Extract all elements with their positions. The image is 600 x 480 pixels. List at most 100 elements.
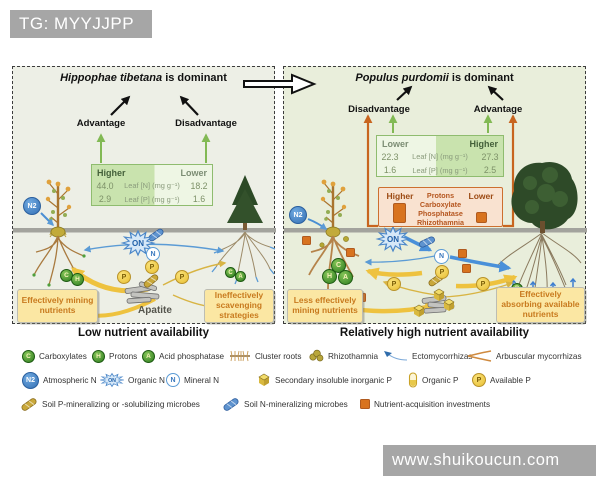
legend-item: Arbuscular mycorrhizas xyxy=(466,347,582,365)
legend-label: Organic N xyxy=(128,375,165,385)
trait-investment-table: Higher Protons Carboxylate Phosphatase R… xyxy=(378,187,503,227)
legend-item: C Carboxylates xyxy=(22,347,87,365)
leaf-n-label: Leaf [N] (mg g⁻¹) xyxy=(412,152,468,162)
n2-fixation-arrow xyxy=(40,212,54,226)
acid-phosphatase-icon: A xyxy=(235,271,246,282)
mineral-n-icon: N xyxy=(434,249,449,264)
soil-n-microbe-icon xyxy=(223,397,239,411)
legend-item: Soil N-mineralizing microbes xyxy=(222,395,348,413)
investment-square xyxy=(458,249,467,258)
rhizothamnia-nodule xyxy=(50,226,66,238)
legend-item: Cluster roots xyxy=(229,347,301,365)
advantage-label: Advantage xyxy=(473,104,523,115)
available-p-icon: P xyxy=(472,373,486,387)
organic-n-icon: ON xyxy=(120,229,156,257)
disadvantage-label: Disadvantage xyxy=(348,104,410,115)
organic-n-icon: ON xyxy=(375,225,411,253)
legend-label: Available P xyxy=(490,375,531,385)
insoluble-p-cube-icon xyxy=(258,373,270,386)
low-investment-bar xyxy=(475,212,487,223)
title-arrows xyxy=(110,95,199,116)
atmospheric-n-icon: N2 xyxy=(23,197,41,215)
acid-phosphatase-icon: A xyxy=(142,349,155,363)
hippophae-shrub xyxy=(308,179,360,290)
svg-text:ON: ON xyxy=(132,239,144,248)
left-caption: Low nutrient availability xyxy=(78,327,209,339)
legend-item: Soil P-mineralizing or -solubilizing mic… xyxy=(20,395,200,413)
disadvantage-label: Disadvantage xyxy=(175,118,237,129)
legend-item: Organic P xyxy=(408,371,458,389)
organic-n-icon: ON xyxy=(100,372,124,388)
hippophae-shrub xyxy=(32,179,86,287)
lower-header: Lower xyxy=(468,191,494,201)
leaf-p-low: 1.6 xyxy=(383,165,397,176)
title-suffix: is dominant xyxy=(448,72,514,84)
n2-fixation-arrow xyxy=(307,218,328,230)
leaf-p-low: 1.6 xyxy=(192,194,206,205)
green-arrows xyxy=(96,133,211,163)
available-p-icon: P xyxy=(387,277,401,291)
atmospheric-n-icon: N2 xyxy=(289,206,307,224)
mineral-n-icon: N xyxy=(166,373,180,387)
atmospheric-n-icon: N2 xyxy=(22,371,39,389)
trait-list: Protons Carboxylate Phosphatase Rhizotha… xyxy=(417,191,464,227)
right-panel: ON Populus purdomii is dominant Disadvan… xyxy=(283,66,587,324)
investment-square xyxy=(462,264,471,273)
right-panel-title: Populus purdomii is dominant xyxy=(284,72,585,84)
ineffectively-scavenging-note: Ineffectively scavenging strategies xyxy=(204,289,274,323)
legend-item: N Mineral N xyxy=(166,371,219,389)
green-arrows xyxy=(388,114,493,133)
investment-square-icon xyxy=(360,399,370,409)
populus-tree-large xyxy=(497,161,582,300)
watermark-top: TG: MYYJJPP xyxy=(10,10,152,38)
title-suffix: is dominant xyxy=(162,72,227,84)
left-panel-title: Hippophae tibetana is dominant xyxy=(13,72,274,84)
organic-p-icon xyxy=(408,372,418,388)
legend-item: A Acid phosphatase xyxy=(142,347,224,365)
legend-item: P Available P xyxy=(472,371,531,389)
legend-label: Ectomycorrhizas xyxy=(412,351,473,361)
species-name: Hippophae tibetana xyxy=(60,72,163,84)
leaf-p-label: Leaf [P] (mg g⁻¹) xyxy=(124,194,180,204)
apatite-label: Apatite xyxy=(138,305,172,316)
watermark-top-text: TG: MYYJJPP xyxy=(19,14,135,33)
legend-label: Soil N-mineralizing microbes xyxy=(244,399,348,409)
available-p-icon: P xyxy=(476,277,490,291)
legend-item: N2 Atmospheric N xyxy=(22,371,97,389)
cluster-roots-icon xyxy=(230,350,250,362)
legend-item: ON Organic N xyxy=(100,371,165,389)
higher-header: Higher xyxy=(469,138,498,149)
legend-label: Soil P-mineralizing or -solubilizing mic… xyxy=(42,399,200,409)
transition-arrow xyxy=(243,73,317,95)
ectomycorrhizas-icon xyxy=(384,351,408,361)
legend-label: Nutrient-acquisition investments xyxy=(374,399,491,409)
n-to-shrub-arrow xyxy=(364,255,436,266)
protons-icon: H xyxy=(322,269,337,284)
available-p-icon: P xyxy=(145,260,159,274)
soil-p-microbe-icon xyxy=(21,397,37,411)
protons-icon: H xyxy=(92,349,105,363)
watermark-bottom-text: www.shuikoucun.com xyxy=(392,451,560,469)
effectively-absorbing-note: Effectively absorbing available nutrient… xyxy=(496,287,585,323)
trait-lower-col: Lower xyxy=(464,191,498,223)
leaf-n-high: 44.0 xyxy=(96,180,114,191)
legend-label: Carboxylates xyxy=(39,351,87,361)
species-name: Populus purdomii xyxy=(355,72,449,84)
leaf-n-low: 18.2 xyxy=(190,180,208,191)
rhizothamnia-icon xyxy=(309,349,324,362)
acid-phosphatase-icon: A xyxy=(338,270,353,285)
legend-label: Protons xyxy=(109,351,138,361)
right-panel-graphics: ON xyxy=(284,85,587,317)
high-investment-bar xyxy=(393,203,407,223)
legend-item: Rhizothamnia xyxy=(308,347,378,365)
soil-line xyxy=(13,228,276,233)
legend-item: Ectomycorrhizas xyxy=(382,347,473,365)
svg-text:ON: ON xyxy=(108,378,116,384)
rhizothamnia-nodule xyxy=(325,226,341,238)
legend-label: Rhizothamnia xyxy=(328,351,379,361)
